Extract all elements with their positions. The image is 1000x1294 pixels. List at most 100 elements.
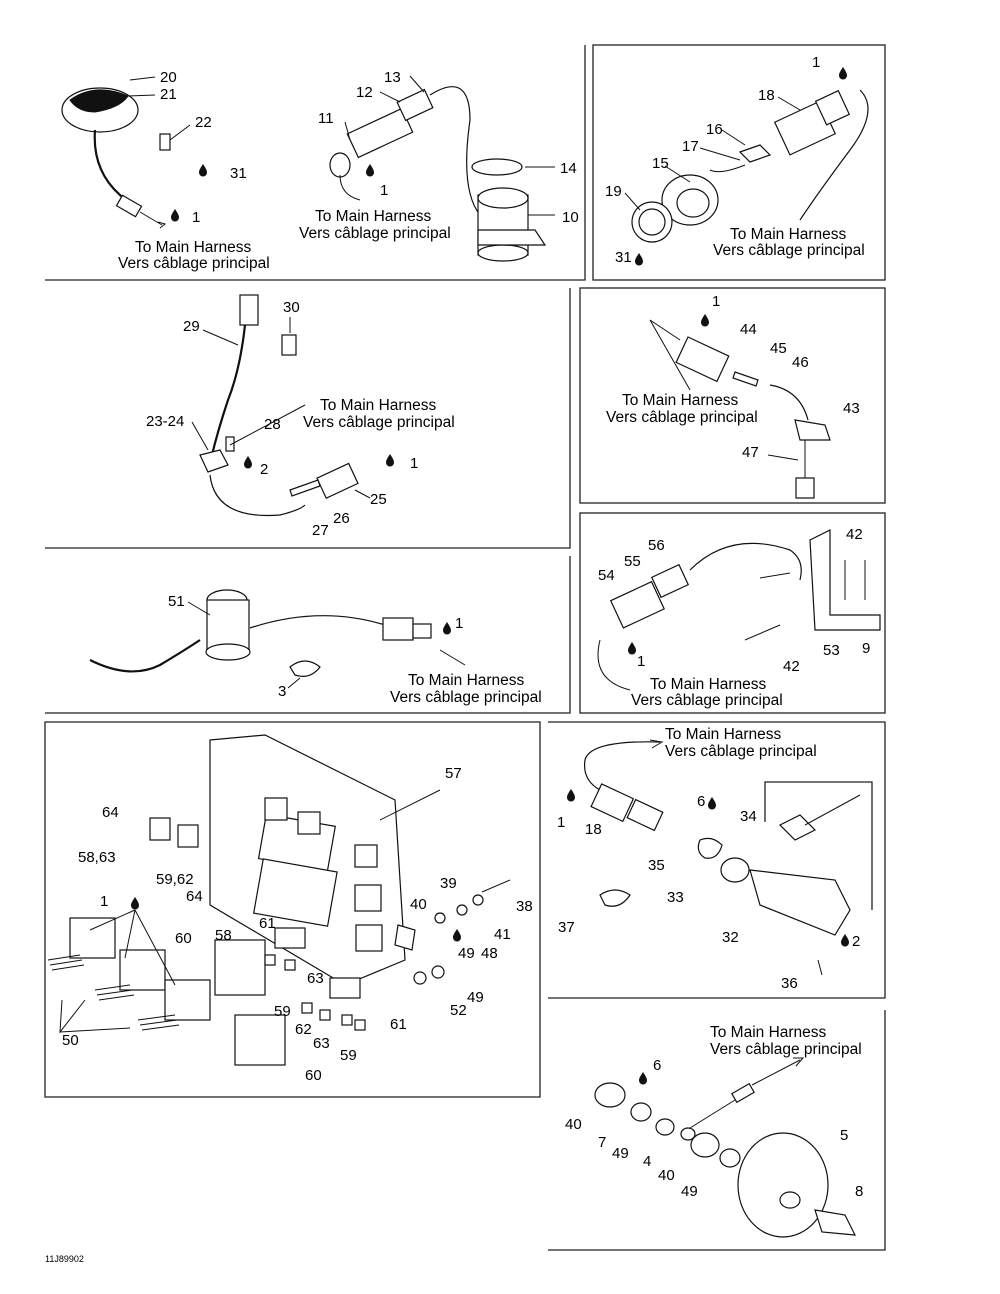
- callout: 8: [855, 1183, 863, 1200]
- callout: 1: [410, 455, 418, 472]
- callout: 1: [455, 615, 463, 632]
- callout: 37: [558, 919, 575, 936]
- callout: 10: [562, 209, 579, 226]
- callout: 41: [494, 926, 511, 943]
- callout: 40: [565, 1116, 582, 1133]
- callout: 49: [467, 989, 484, 1006]
- panel-7-bracket-assembly: [597, 529, 881, 691]
- callout: 47: [742, 444, 759, 461]
- callout: 3: [278, 683, 286, 700]
- callout: 7: [598, 1134, 606, 1151]
- harness-label-en: To Main Harness: [622, 392, 739, 409]
- callout: 27: [312, 522, 329, 539]
- harness-label-en: To Main Harness: [665, 726, 782, 743]
- callout: 61: [390, 1016, 407, 1033]
- callout: 6: [653, 1057, 661, 1074]
- callout: 59,62: [156, 871, 194, 888]
- callouts-panel-1: 20 21 22 31 1: [160, 69, 247, 226]
- panel-8-electrical-box: [47, 734, 511, 1066]
- harness-label-fr: Vers câblage principal: [606, 409, 758, 426]
- callouts-panel-2: 13 12 11 14 1 10: [318, 69, 579, 226]
- callout: 23-24: [146, 413, 184, 430]
- callout: 43: [843, 400, 860, 417]
- callout: 16: [706, 121, 723, 138]
- harness-label-fr: Vers câblage principal: [299, 225, 451, 242]
- harness-label-fr: Vers câblage principal: [665, 743, 817, 760]
- harness-label-en: To Main Harness: [408, 672, 525, 689]
- callouts-panel-8: 57 64 58,63 59,62 64 1 39 38 40 41 61 58…: [62, 765, 533, 1084]
- callouts-panel-5: 1 44 45 46 43 47: [712, 293, 860, 461]
- harness-label-fr: Vers câblage principal: [390, 689, 542, 706]
- harness-label-fr: Vers câblage principal: [710, 1041, 862, 1058]
- callout: 5: [840, 1127, 848, 1144]
- callout: 2: [852, 933, 860, 950]
- callout: 64: [186, 888, 203, 905]
- callout: 56: [648, 537, 665, 554]
- callout: 46: [792, 354, 809, 371]
- callout: 6: [697, 793, 705, 810]
- panel-1-light-assembly: [61, 76, 207, 229]
- callout: 55: [624, 553, 641, 570]
- callout: 34: [740, 808, 757, 825]
- callout: 39: [440, 875, 457, 892]
- callouts-panel-4: 30 29 28 23-24 2 1 25 26 27: [146, 299, 418, 539]
- callout: 17: [682, 138, 699, 155]
- callout: 58,63: [78, 849, 116, 866]
- callout: 49: [681, 1183, 698, 1200]
- callout: 4: [643, 1153, 651, 1170]
- callout: 1: [557, 814, 565, 831]
- callout: 26: [333, 510, 350, 527]
- harness-label-en: To Main Harness: [710, 1024, 827, 1041]
- harness-label-fr: Vers câblage principal: [631, 692, 783, 709]
- callout: 32: [722, 929, 739, 946]
- callout: 52: [450, 1002, 467, 1019]
- harness-label-en: To Main Harness: [135, 239, 252, 256]
- callouts-panel-3: 1 18 16 17 15 19 31: [605, 54, 820, 266]
- callout: 2: [260, 461, 268, 478]
- callout: 54: [598, 567, 615, 584]
- callout: 64: [102, 804, 119, 821]
- callout: 18: [758, 87, 775, 104]
- callout: 50: [62, 1032, 79, 1049]
- harness-label-fr: Vers câblage principal: [118, 255, 270, 272]
- callout: 14: [560, 160, 577, 177]
- harness-label-en: To Main Harness: [315, 208, 432, 225]
- callout: 35: [648, 857, 665, 874]
- panel-6-bilge-pump: [89, 589, 466, 689]
- callouts-panel-7: 56 55 54 42 1 53 9 42: [598, 526, 870, 675]
- callout: 13: [384, 69, 401, 86]
- harness-label-fr: Vers câblage principal: [303, 414, 455, 431]
- callout: 12: [356, 84, 373, 101]
- panel-2-pump-assembly: [329, 75, 555, 262]
- callout: 49: [612, 1145, 629, 1162]
- callouts-panel-9: 6 34 18 1 35 33 37 32 2 36: [557, 793, 860, 992]
- panel-3-socket-assembly: [624, 67, 869, 266]
- callout: 49: [458, 945, 475, 962]
- panel-10-wheel-assembly: [594, 1057, 857, 1238]
- callout: 21: [160, 86, 177, 103]
- callout: 40: [658, 1167, 675, 1184]
- callout: 1: [637, 653, 645, 670]
- callout: 42: [783, 658, 800, 675]
- callout: 36: [781, 975, 798, 992]
- callout: 1: [712, 293, 720, 310]
- panel-frames: [44, 44, 886, 1251]
- callouts-panel-10: 6 5 40 7 49 4 40 49 8: [565, 1057, 863, 1200]
- callout: 62: [295, 1021, 312, 1038]
- callout: 58: [215, 927, 232, 944]
- callout: 15: [652, 155, 669, 172]
- callout: 44: [740, 321, 757, 338]
- callout: 63: [307, 970, 324, 987]
- callout: 57: [445, 765, 462, 782]
- callout: 59: [340, 1047, 357, 1064]
- callout: 45: [770, 340, 787, 357]
- harness-label-en: To Main Harness: [730, 226, 847, 243]
- callout: 33: [667, 889, 684, 906]
- callout: 63: [313, 1035, 330, 1052]
- callout: 60: [305, 1067, 322, 1084]
- callout: 48: [481, 945, 498, 962]
- callout: 11: [318, 110, 334, 127]
- callout: 60: [175, 930, 192, 947]
- connector-group: [47, 917, 211, 1031]
- callout: 22: [195, 114, 212, 131]
